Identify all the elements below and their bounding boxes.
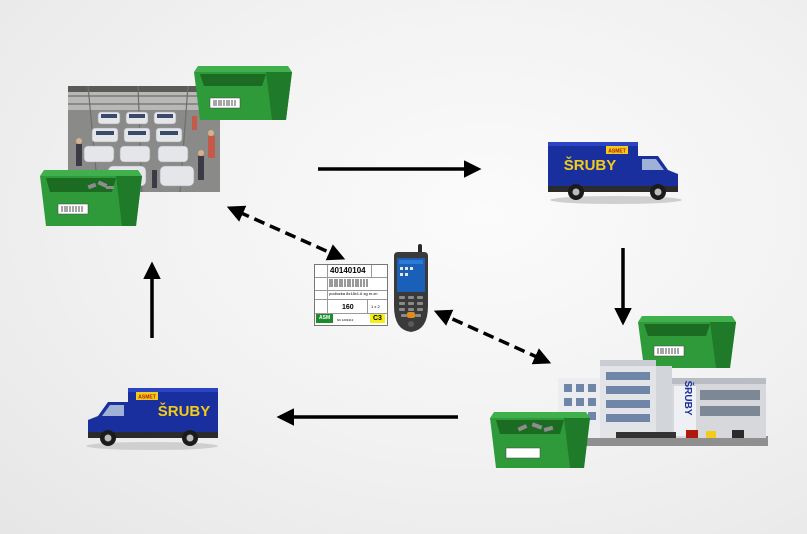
svg-text:ŠRUBY: ŠRUBY bbox=[682, 380, 695, 415]
svg-text:ŠRUBY: ŠRUBY bbox=[564, 156, 617, 174]
svg-text:ŠRUBY: ŠRUBY bbox=[158, 402, 211, 420]
label-pack: 1 x 2 bbox=[371, 304, 380, 309]
dashed-arrow-scanner-factory bbox=[226, 205, 346, 261]
barcode-label: 40140104 podlozka 8x18x1.6 sg m.zn 160 1… bbox=[314, 264, 388, 326]
svg-text:ASMET: ASMET bbox=[138, 395, 156, 401]
label-item-number: 40140104 bbox=[330, 266, 366, 275]
storage-bin-icon bbox=[490, 412, 590, 468]
label-footer: N0 1203413 bbox=[337, 318, 354, 322]
label-description: podlozka 8x18x1.6 sg m.zn bbox=[329, 291, 378, 296]
svg-text:ASMET: ASMET bbox=[608, 149, 626, 155]
label-quantity: 160 bbox=[342, 304, 354, 311]
barcode-icon bbox=[329, 279, 368, 287]
barcode-icon bbox=[213, 100, 236, 106]
delivery-truck-icon: ASMET ŠRUBY bbox=[548, 142, 682, 204]
label-location: C3 bbox=[370, 314, 385, 323]
handheld-scanner-icon bbox=[394, 244, 428, 332]
label-code: ASM bbox=[316, 314, 334, 323]
storage-bin-icon bbox=[194, 66, 292, 120]
dashed-arrow-scanner-warehouse bbox=[433, 309, 552, 365]
delivery-truck-icon: ASMET ŠRUBY bbox=[86, 388, 218, 450]
storage-bin-icon bbox=[40, 170, 142, 226]
storage-bin-icon bbox=[638, 316, 736, 368]
